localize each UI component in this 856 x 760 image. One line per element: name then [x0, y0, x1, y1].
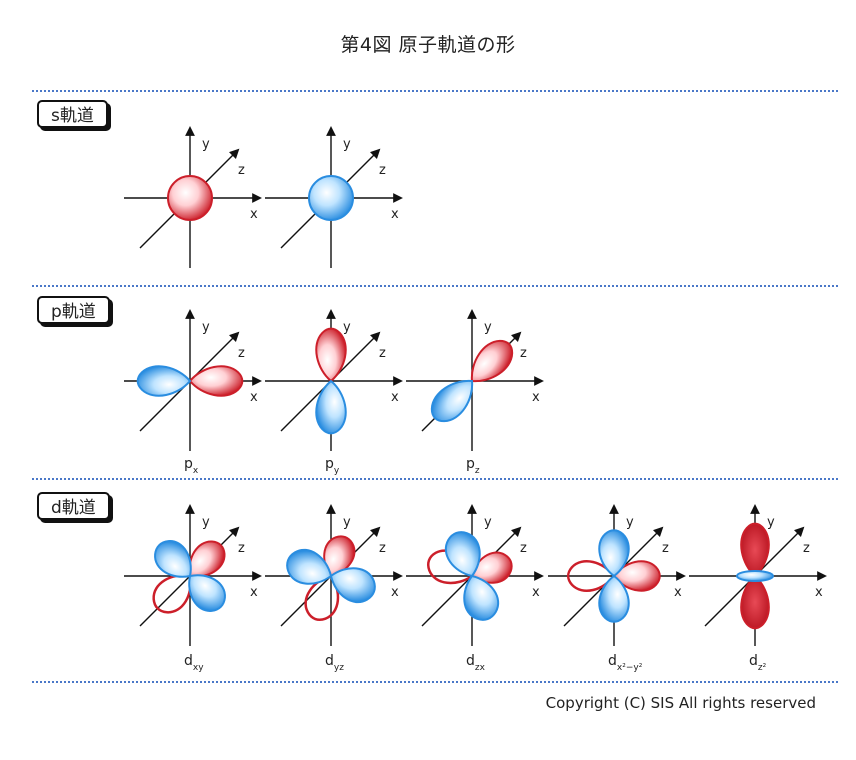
p-orbital-z-x-label: x — [532, 390, 540, 405]
page-title: 第4図 原子軌道の形 — [340, 34, 516, 56]
d-orbital-yz-x-label: x — [391, 585, 399, 600]
section-label-s: s軌道 — [37, 100, 108, 128]
p-orbital-x-x-label: x — [250, 390, 258, 405]
p-orbital-z-lobe-1 — [470, 339, 514, 383]
d-orbital-z2-torus — [736, 570, 774, 582]
p-orbital-x-y-label: y — [202, 320, 210, 335]
d-orbital-x2-y2-lobe-1 — [612, 560, 661, 592]
d-orbital-x2-y2-label: dx²−y² — [608, 653, 643, 673]
s-orbital-1: x y z — [124, 126, 262, 268]
p-orbital-y-label-subscript: y — [334, 466, 340, 476]
separator-s-p — [32, 285, 838, 287]
d-orbital-yz: x y z — [265, 504, 403, 646]
p-orbital-x-label-subscript: x — [193, 466, 199, 476]
s-orbital-2: x y z — [265, 126, 403, 268]
d-orbital-zx-lobe-1 — [470, 551, 513, 584]
d-orbital-zx-label-subscript: zx — [475, 663, 486, 673]
p-orbital-z-lobe-2 — [430, 379, 474, 423]
d-orbital-zx-label: dzx — [466, 653, 486, 673]
d-orbital-xy-label: dxy — [184, 653, 204, 673]
d-orbital-x2-y2-label-subscript: x²−y² — [617, 663, 643, 673]
d-orbital-xy-lobe-1 — [188, 540, 226, 578]
s-orbital-2-x-label: x — [391, 207, 399, 222]
separator-top — [32, 90, 838, 92]
s-orbital-2-z-label: z — [379, 163, 386, 178]
p-orbital-y-y-label: y — [343, 320, 351, 335]
d-orbital-z2-lobe-bottom — [740, 574, 770, 630]
d-orbital-x2-y2: x y z — [548, 504, 686, 646]
d-orbital-yz-lobe-3 — [329, 567, 376, 604]
d-orbital-yz-lobe-2 — [286, 548, 333, 585]
d-orbital-zx: x y z — [406, 504, 544, 646]
d-orbital-zx-y-label: y — [484, 515, 492, 530]
d-orbital-xy-x-label: x — [250, 585, 258, 600]
d-orbital-xy-lobe-back — [152, 574, 192, 614]
p-orbital-z-label: pz — [466, 456, 480, 476]
s-orbital-1-x-label: x — [250, 207, 258, 222]
p-orbital-y-z-label: z — [379, 346, 386, 361]
p-orbital-y: x y z — [265, 309, 403, 451]
d-orbital-z2: x y z — [689, 504, 827, 646]
d-orbital-x2-y2-lobe-3 — [598, 574, 630, 623]
p-orbital-y-x-label: x — [391, 390, 399, 405]
p-orbital-y-lobe-2 — [315, 379, 347, 435]
d-orbital-zx-z-label: z — [520, 541, 527, 556]
d-orbital-z2-label: dz² — [749, 653, 767, 673]
p-orbital-x-lobe-1 — [188, 365, 244, 397]
d-orbital-yz-label: dyz — [325, 653, 344, 673]
s-orbital-1-z-label: z — [238, 163, 245, 178]
d-orbital-yz-lobe-1 — [323, 535, 356, 578]
section-label-p: p軌道 — [37, 296, 110, 324]
d-orbital-yz-lobe-back — [304, 574, 340, 622]
d-orbital-xy-z-label: z — [238, 541, 245, 556]
p-orbital-x: x y z — [124, 309, 262, 451]
d-orbital-x2-y2-y-label: y — [626, 515, 634, 530]
d-orbital-x2-y2-lobe-back — [566, 560, 616, 592]
p-orbital-y-label: py — [325, 456, 340, 476]
d-orbital-z2-z-label: z — [803, 541, 810, 556]
section-label-d: d軌道 — [37, 492, 110, 520]
d-orbital-z2-y-label: y — [767, 515, 775, 530]
p-orbital-x-lobe-2 — [136, 365, 192, 397]
separator-bottom — [32, 681, 838, 683]
d-orbital-z2-x-label: x — [815, 585, 823, 600]
p-orbital-z: x y z — [406, 309, 544, 451]
d-orbital-yz-z-label: z — [379, 541, 386, 556]
p-orbital-x-label: px — [184, 456, 199, 476]
d-orbital-yz-y-label: y — [343, 515, 351, 530]
p-orbital-y-lobe-1 — [315, 327, 347, 383]
s-orbital-1-y-label: y — [202, 137, 210, 152]
d-orbital-z2-lobe-top — [740, 522, 770, 578]
p-orbital-x-z-label: z — [238, 346, 245, 361]
d-orbital-zx-lobe-2 — [444, 531, 481, 578]
s-orbital-2-sphere — [308, 175, 354, 221]
p-orbital-z-y-label: y — [484, 320, 492, 335]
s-orbital-2-y-label: y — [343, 137, 351, 152]
d-orbital-x2-y2-lobe-2 — [598, 529, 630, 578]
d-orbital-xy-lobe-3 — [188, 574, 226, 612]
d-orbital-xy-y-label: y — [202, 515, 210, 530]
p-orbital-z-z-label: z — [520, 346, 527, 361]
d-orbital-zx-lobe-3 — [463, 574, 500, 621]
d-orbital-x2-y2-z-label: z — [662, 541, 669, 556]
d-orbital-x2-y2-x-label: x — [674, 585, 682, 600]
copyright-text: Copyright (C) SIS All rights reserved — [545, 694, 816, 712]
d-orbital-zx-x-label: x — [532, 585, 540, 600]
d-orbital-xy-lobe-2 — [154, 540, 192, 578]
s-orbital-1-sphere — [167, 175, 213, 221]
d-orbital-yz-label-subscript: yz — [334, 663, 344, 673]
d-orbital-xy-label-subscript: xy — [193, 663, 204, 673]
separator-p-d — [32, 478, 838, 480]
d-orbital-z2-label-subscript: z² — [758, 663, 767, 673]
d-orbital-xy: x y z — [124, 504, 262, 646]
p-orbital-z-label-subscript: z — [475, 466, 480, 476]
